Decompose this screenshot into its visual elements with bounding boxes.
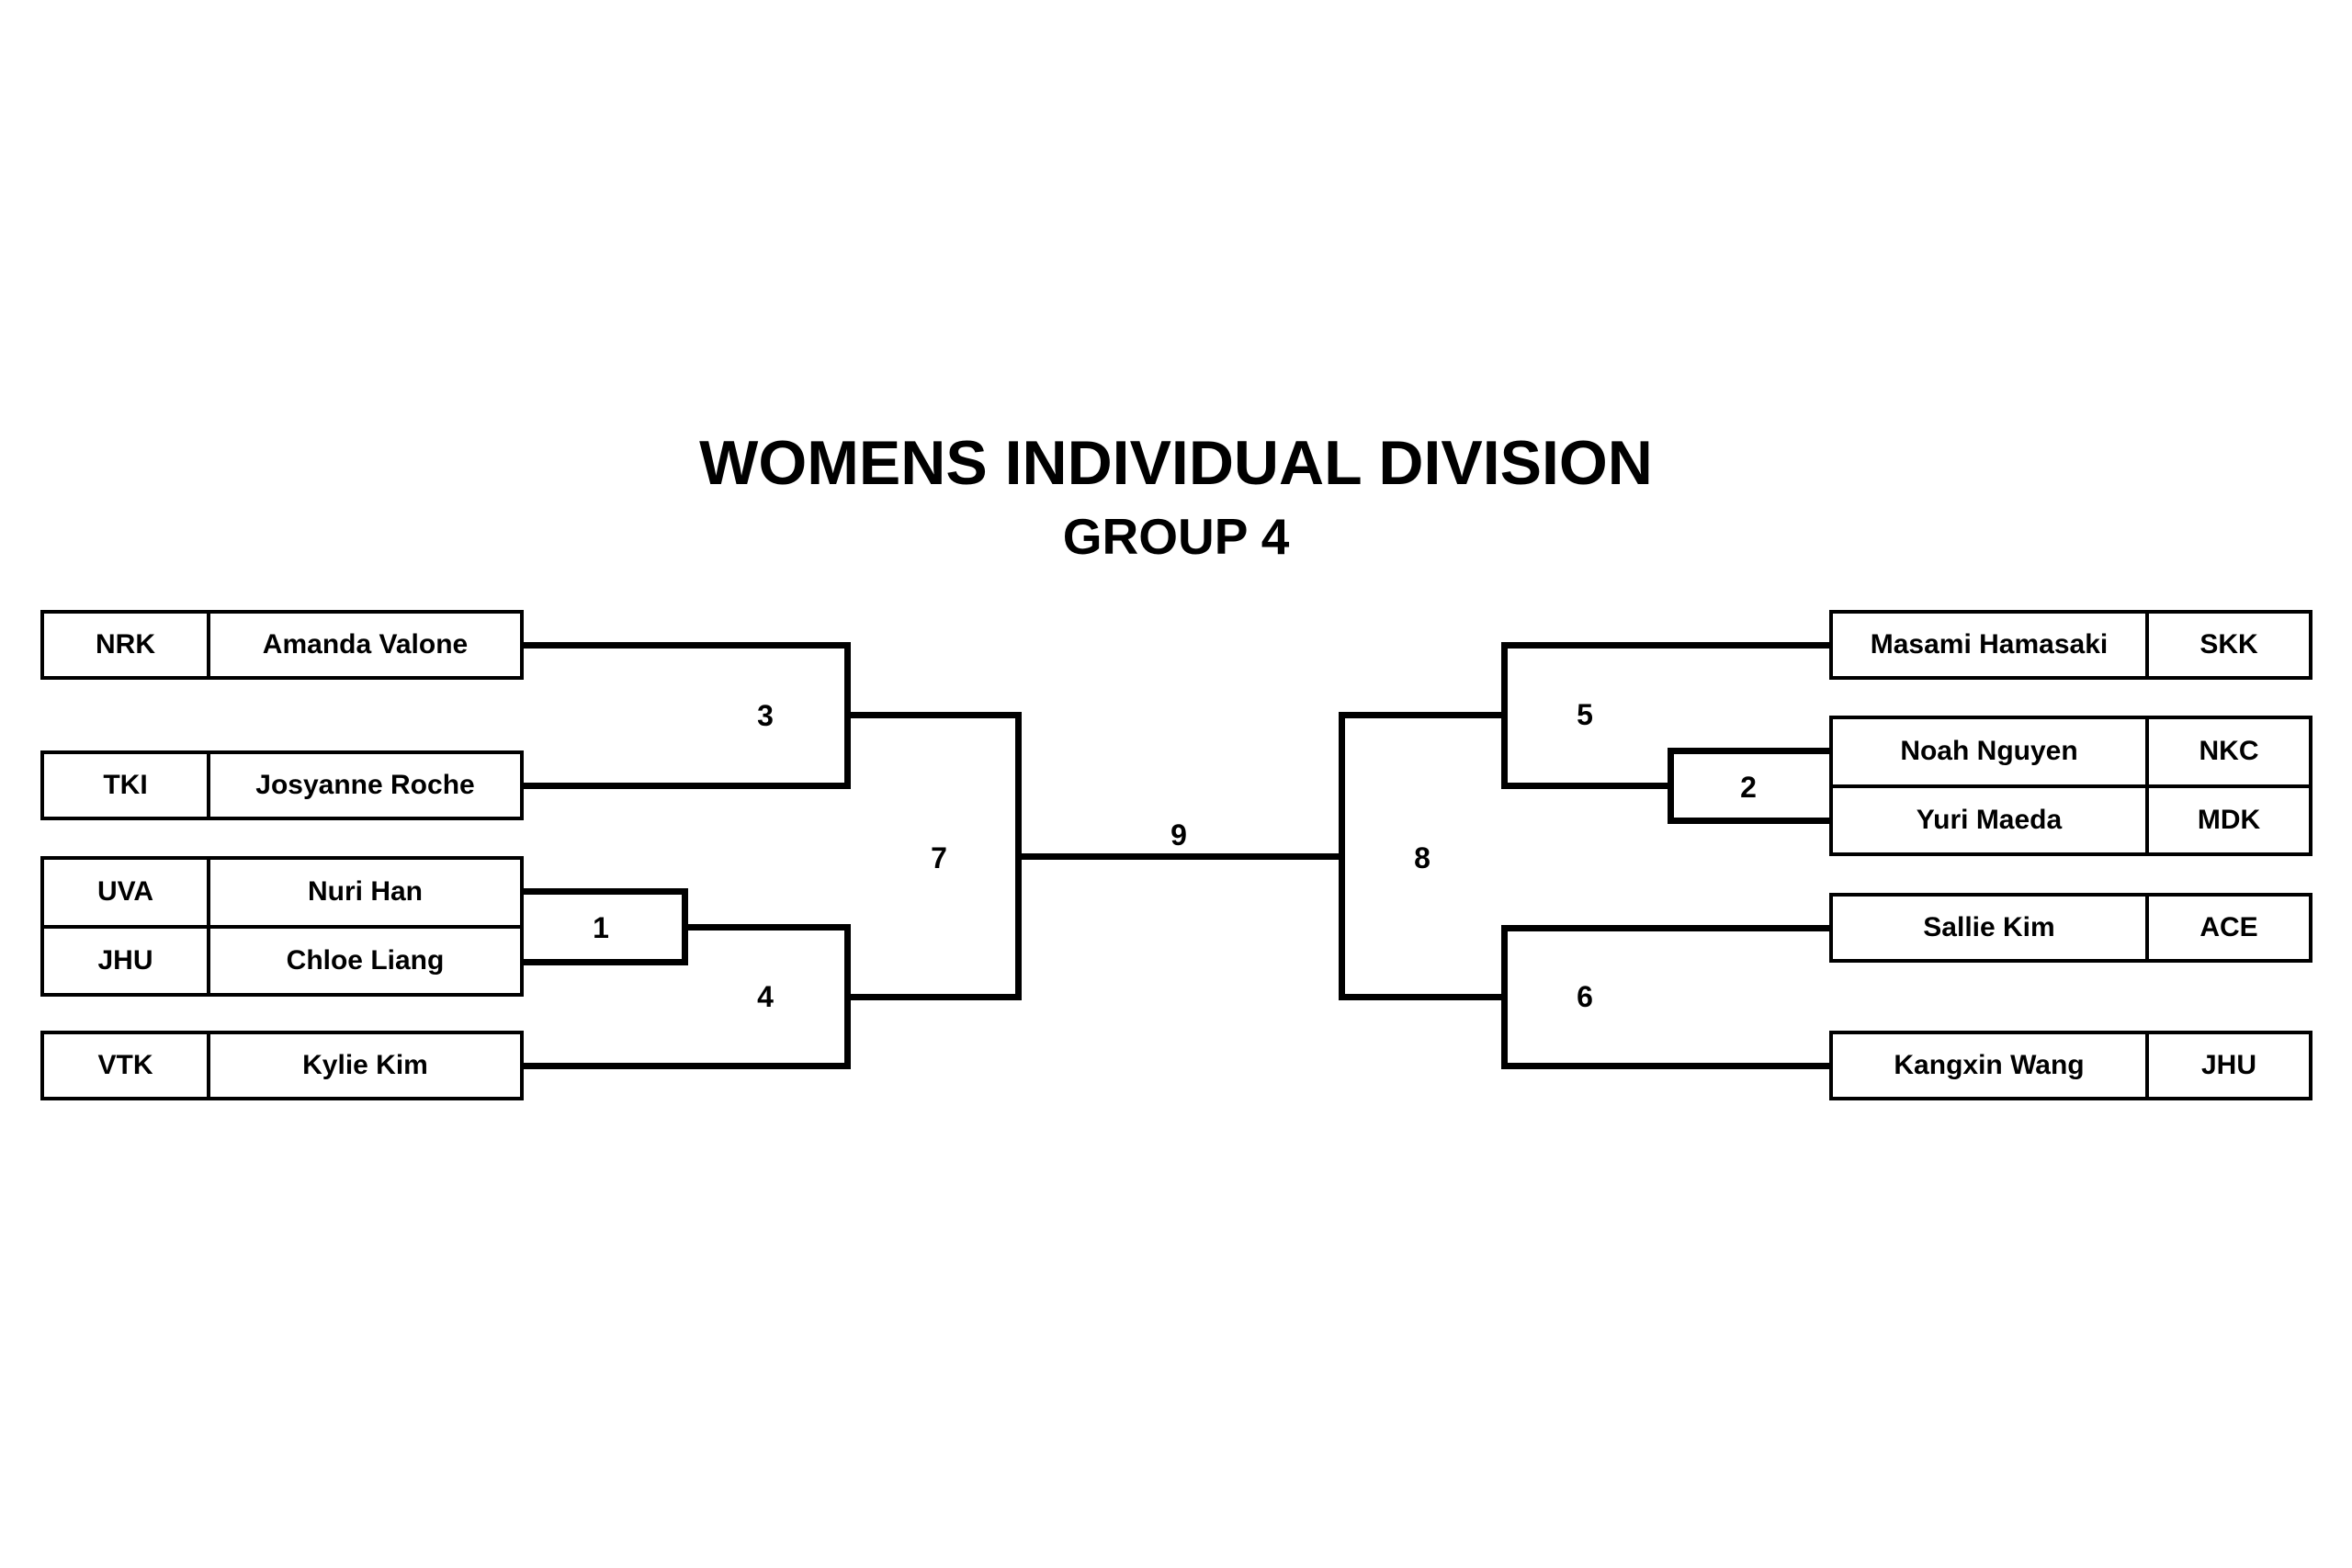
line-match8-vertical bbox=[1339, 712, 1345, 1000]
match-3-label: 3 bbox=[757, 699, 774, 732]
entry-box-sallie-kim: Sallie Kim ACE bbox=[1829, 893, 2312, 963]
name-cell: Chloe Liang bbox=[286, 944, 445, 976]
name-cell: Masami Hamasaki bbox=[1833, 614, 2149, 676]
line-josyanne-to-match3 bbox=[524, 783, 851, 789]
name-cell: Kangxin Wang bbox=[1833, 1034, 2149, 1097]
line-match4-to-match7 bbox=[844, 994, 1022, 1000]
line-match3-to-match7 bbox=[844, 712, 1022, 718]
entry-box-nuri-chloe: UVA Nuri Han JHU Chloe Liang bbox=[40, 856, 524, 997]
match-2-label: 2 bbox=[1740, 771, 1757, 804]
line-amanda-to-match3 bbox=[524, 642, 851, 649]
name-cell: Josyanne Roche bbox=[255, 770, 475, 800]
match-8-label: 8 bbox=[1414, 841, 1430, 874]
club-cell: NRK bbox=[44, 614, 210, 676]
line-sallie-to-match6 bbox=[1501, 925, 1831, 931]
entry-box-noah-yuri: Noah Nguyen NKC Yuri Maeda MDK bbox=[1829, 716, 2312, 856]
match-5-label: 5 bbox=[1577, 698, 1593, 731]
match-9-label: 9 bbox=[1170, 818, 1187, 852]
line-chloe-to-match1 bbox=[524, 959, 688, 965]
line-match9-final bbox=[1015, 853, 1345, 860]
line-match1-to-match4 bbox=[682, 924, 851, 931]
club-cell: MDK bbox=[2197, 804, 2261, 835]
name-cell: Sallie Kim bbox=[1833, 897, 2149, 959]
entry-box-kangxin-wang: Kangxin Wang JHU bbox=[1829, 1031, 2312, 1100]
club-cell: VTK bbox=[44, 1034, 210, 1097]
name-cell: Yuri Maeda bbox=[1833, 787, 2149, 852]
line-match6-to-match8 bbox=[1339, 994, 1508, 1000]
club-cell: NKC bbox=[2199, 736, 2259, 767]
entry-box-amanda-valone: NRK Amanda Valone bbox=[40, 610, 524, 680]
page-title: WOMENS INDIVIDUAL DIVISION bbox=[699, 428, 1653, 498]
entry-box-kylie-kim: VTK Kylie Kim bbox=[40, 1031, 524, 1100]
line-match2-to-match5 bbox=[1501, 783, 1674, 789]
entry-row-nuri-han: UVA Nuri Han bbox=[44, 860, 520, 929]
line-kylie-to-match4 bbox=[524, 1063, 851, 1069]
name-cell: Noah Nguyen bbox=[1833, 719, 2149, 784]
line-kangxin-to-match6 bbox=[1501, 1063, 1831, 1069]
club-cell: UVA bbox=[44, 860, 210, 925]
line-masami-to-match5 bbox=[1501, 642, 1831, 649]
entry-row-chloe-liang: JHU Chloe Liang bbox=[44, 928, 520, 993]
match-7-label: 7 bbox=[931, 841, 947, 874]
match-6-label: 6 bbox=[1577, 980, 1593, 1013]
line-match5-vertical bbox=[1501, 642, 1508, 789]
club-cell: JHU bbox=[44, 928, 210, 993]
line-match5-to-match8 bbox=[1339, 712, 1508, 718]
entry-box-masami-hamasaki: Masami Hamasaki SKK bbox=[1829, 610, 2312, 680]
club-cell: TKI bbox=[44, 754, 210, 817]
club-cell: JHU bbox=[2200, 1050, 2256, 1080]
line-match6-vertical bbox=[1501, 925, 1508, 1069]
line-nuri-to-match1 bbox=[524, 888, 688, 895]
page-subtitle: GROUP 4 bbox=[1062, 508, 1290, 565]
line-yuri-to-match2 bbox=[1668, 818, 1831, 824]
club-cell: SKK bbox=[2199, 629, 2258, 660]
name-cell: Nuri Han bbox=[307, 876, 423, 908]
name-cell: Amanda Valone bbox=[262, 629, 469, 660]
match-1-label: 1 bbox=[593, 911, 609, 944]
name-cell: Kylie Kim bbox=[302, 1050, 428, 1080]
entry-row-noah-nguyen: Noah Nguyen NKC bbox=[1833, 719, 2309, 788]
entry-box-josyanne-roche: TKI Josyanne Roche bbox=[40, 750, 524, 820]
club-cell: ACE bbox=[2199, 912, 2258, 942]
entry-row-yuri-maeda: Yuri Maeda MDK bbox=[1833, 787, 2309, 852]
match-4-label: 4 bbox=[757, 980, 774, 1013]
line-match2-vertical bbox=[1668, 748, 1674, 824]
line-noah-to-match2 bbox=[1668, 748, 1831, 754]
